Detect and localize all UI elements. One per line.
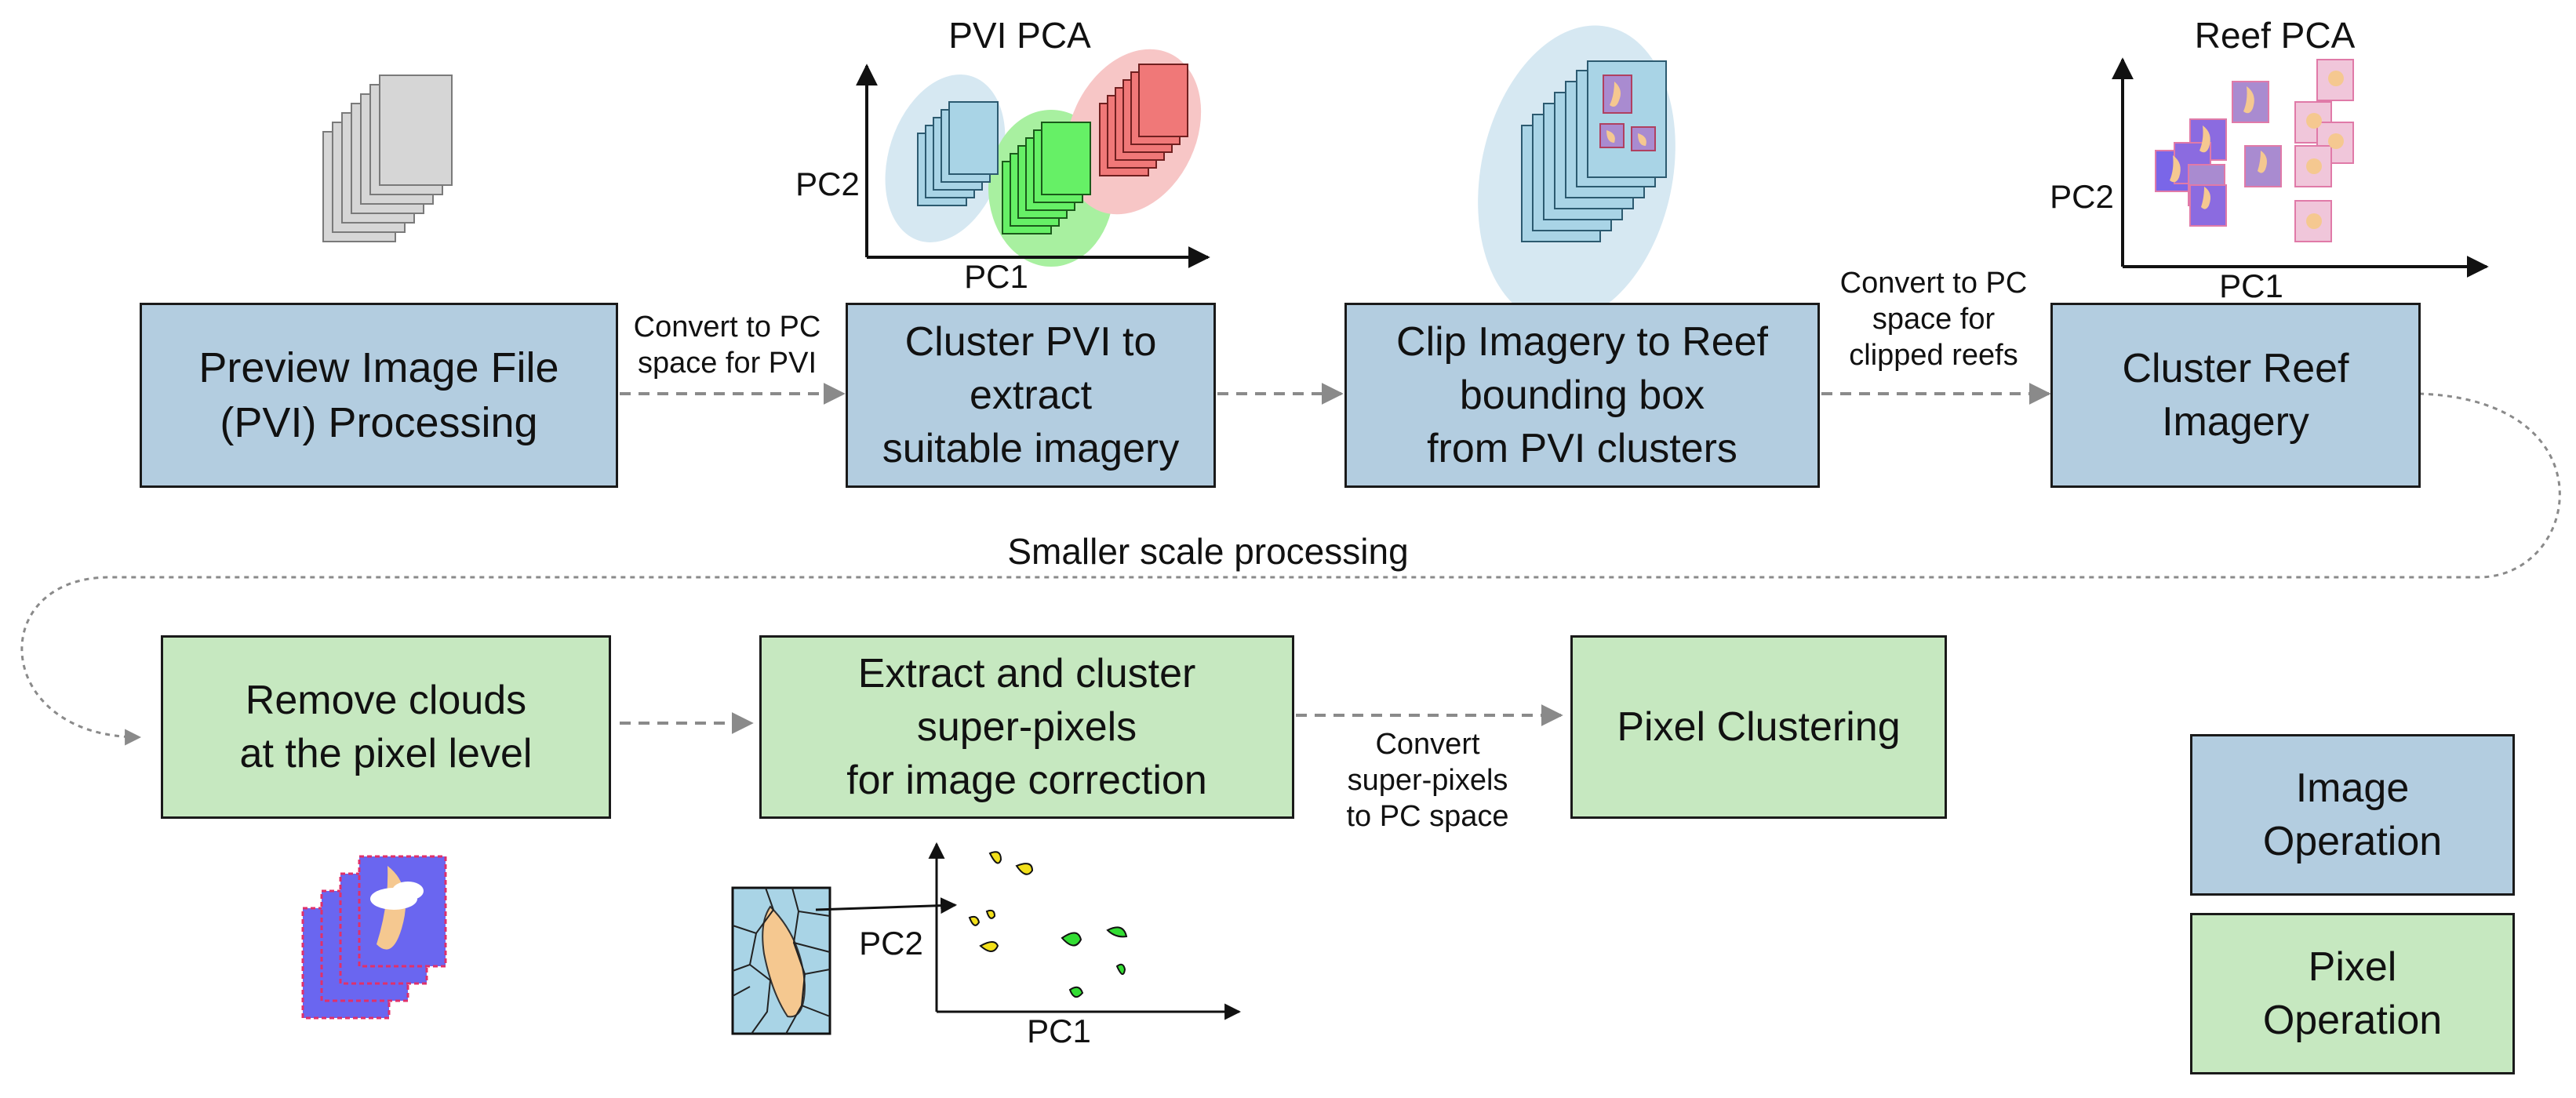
pvi-pca-title: PVI PCA: [948, 15, 1091, 56]
box-pixel-clustering: Pixel Clustering: [1570, 635, 1947, 819]
box-cluster-pvi: Cluster PVI to extract suitable imagery: [846, 303, 1216, 488]
arrow-row-wrap: [20, 392, 2561, 746]
superpixel-points: [968, 851, 1128, 998]
cluster-red-stack: [1099, 64, 1188, 176]
cluster-blue-stack: [917, 101, 999, 206]
pvi-image-stack-icon: [322, 75, 453, 242]
box-clip-imagery: Clip Imagery to Reef bounding box from P…: [1344, 303, 1820, 488]
pvi-pca-xlabel: PC1: [964, 258, 1028, 295]
box-remove-clouds: Remove clouds at the pixel level: [161, 635, 611, 819]
legend-image-operation-label: Image Operation: [2262, 765, 2443, 864]
reef-pca-plot: [2112, 57, 2489, 278]
reef-chip-points: [2155, 59, 2354, 242]
cluster-green-stack: [1002, 122, 1091, 235]
superpixel-pca-plot: [928, 842, 1242, 1020]
reef-pca-ylabel: PC2: [2050, 178, 2114, 215]
reef-pca-title: Reef PCA: [2194, 15, 2356, 56]
label-convert-pc-pvi: Convert to PC space for PVI: [633, 311, 821, 380]
superpixel-pca-xlabel: PC1: [1027, 1013, 1091, 1049]
box-pvi-processing: Preview Image File (PVI) Processing: [140, 303, 618, 488]
box-remove-clouds-label: Remove clouds at the pixel level: [239, 678, 533, 776]
cloud-removal-stack-icon: [301, 855, 447, 1020]
superpixel-image-icon: [731, 886, 958, 1035]
legend-pixel-operation: Pixel Operation: [2190, 913, 2515, 1074]
superpixel-pca-ylabel: PC2: [859, 925, 923, 962]
reef-chip-icons: [1599, 75, 1656, 151]
box-clip-imagery-label: Clip Imagery to Reef bounding box from P…: [1396, 319, 1768, 471]
label-smaller-scale: Smaller scale processing: [1007, 531, 1409, 572]
pvi-pca-plot: [856, 49, 1210, 268]
reef-chip-sand: [2170, 71, 2344, 229]
label-convert-pc-reefs: Convert to PC space for clipped reefs: [1839, 267, 2028, 372]
box-pixel-clustering-label: Pixel Clustering: [1617, 704, 1901, 750]
box-cluster-reef-label: Cluster Reef Imagery: [2122, 346, 2349, 445]
box-cluster-reef: Cluster Reef Imagery: [2050, 303, 2421, 488]
reef-pca-xlabel: PC1: [2219, 267, 2283, 304]
connectors: [20, 383, 2561, 746]
box-superpixels: Extract and cluster super-pixels for ima…: [759, 635, 1294, 819]
box-pvi-processing-label: Preview Image File (PVI) Processing: [198, 344, 559, 446]
box-cluster-pvi-label: Cluster PVI to extract suitable imagery: [882, 319, 1180, 471]
pvi-pca-ylabel: PC2: [795, 165, 860, 202]
box-superpixels-label: Extract and cluster super-pixels for ima…: [846, 651, 1207, 803]
legend-image-operation: Image Operation: [2190, 734, 2515, 896]
superpixel-to-plot-arrow: [815, 897, 958, 914]
legend-pixel-operation-label: Pixel Operation: [2262, 944, 2443, 1043]
label-convert-superpixels: Convert super-pixels to PC space: [1346, 728, 1509, 833]
clipped-reef-stack-icon: [1478, 25, 1675, 323]
